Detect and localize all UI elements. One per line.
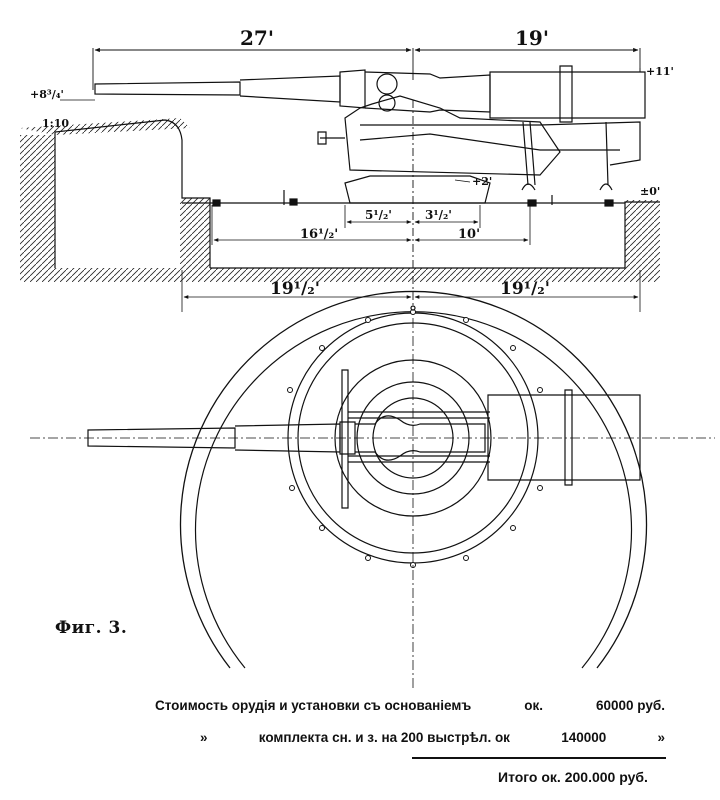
cost-line-1-approx: ок. (524, 698, 543, 713)
dim-span-left-small: 5¹/₂' (365, 208, 392, 222)
ground-hatching (20, 135, 55, 268)
plan-breech (487, 394, 641, 481)
pedestal (344, 175, 491, 204)
dim-span-right-big: 19¹/₂' (500, 279, 550, 299)
dim-span-left-big: 19¹/₂' (270, 279, 320, 299)
slope-label: 1:10 (42, 117, 69, 130)
cost-line-2-text: комплекта сн. и з. на 200 выстрѣл. ок (258, 730, 510, 745)
elev-ground: ±0' (640, 185, 660, 198)
side-elevation (20, 47, 660, 312)
plan-view (30, 290, 715, 690)
breech-block (489, 71, 646, 119)
cost-total: Итого ок. 200.000 руб. (498, 769, 648, 785)
elev-muzzle: +8³/₄' (30, 88, 64, 101)
outer-ring (179, 290, 648, 669)
barrel (94, 81, 241, 96)
cost-line-2-ditto: » (200, 730, 208, 745)
elev-breech: +11' (646, 65, 674, 78)
cost-line-2-amount: 140000 (561, 730, 607, 745)
dim-top-left: 27' (240, 26, 274, 50)
cost-line-2: » комплекта сн. и з. на 200 выстрѣл. ок … (200, 730, 665, 745)
total-rule (412, 757, 666, 759)
dim-span-left-mid: 16¹/₂' (300, 227, 338, 242)
elev-base: +2' (472, 175, 492, 188)
cost-line-1: Стоимость орудія и установки съ основані… (155, 698, 665, 713)
cost-line-2-ditto-end: » (657, 730, 665, 745)
figure-label: Фиг. 3. (55, 618, 128, 638)
dim-top-right: 19' (515, 26, 549, 50)
plan-barrel (87, 427, 236, 449)
dim-span-right-small: 3¹/₂' (425, 208, 452, 222)
dim-span-right-mid: 10' (458, 227, 480, 242)
cost-line-1-text: Стоимость орудія и установки съ основані… (155, 698, 472, 713)
cost-line-1-amount: 60000 руб. (596, 698, 665, 713)
carriage (344, 95, 561, 176)
parapet (54, 119, 211, 268)
